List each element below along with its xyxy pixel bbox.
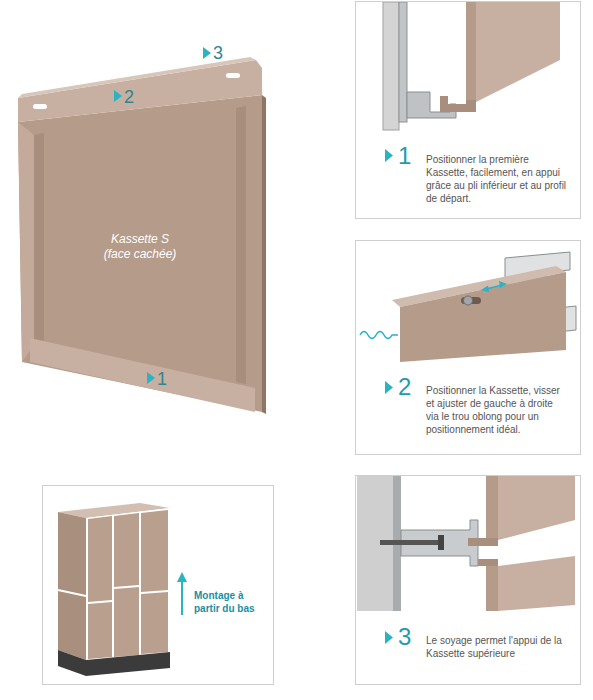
step-number: 2: [398, 375, 411, 399]
callout-number: 2: [124, 88, 134, 106]
kassette-tile: [141, 592, 168, 654]
callout-marker: [203, 47, 211, 59]
building-side: [58, 512, 86, 660]
step-text: Positionner la Kassette, visser et ajust…: [426, 384, 568, 436]
screw: [380, 540, 438, 545]
kassette-rail: [236, 106, 246, 384]
screw-head: [438, 535, 444, 550]
screw-adjust-illustration: [360, 252, 576, 394]
assembly-note: Montage à partir du bas: [194, 589, 268, 615]
adjust-arrow: [481, 286, 489, 293]
kassette-tile: [114, 587, 139, 657]
kassette-rail: [34, 133, 44, 345]
kassette-tile: [88, 602, 112, 659]
step-number: 3: [398, 625, 411, 649]
step-marker: [385, 149, 393, 162]
building-illustration: [58, 503, 187, 676]
screwing-symbol: [360, 332, 398, 339]
soyage-illustration: [357, 476, 575, 644]
oblong-hole: [226, 73, 240, 78]
oblong-hole: [33, 104, 47, 109]
kassette-bottom-fold: [440, 96, 476, 112]
screw: [464, 296, 473, 305]
callout-marker: [147, 372, 155, 384]
step-number: 1: [398, 144, 411, 168]
kassette-face: [400, 272, 566, 362]
kassette-face: [498, 476, 575, 540]
step-panel: Montage à partir du bas: [42, 485, 274, 685]
step-text: Le soyage permet l'appui de la Kassette …: [426, 634, 568, 660]
kassette-edge: [262, 95, 266, 414]
kassette-tile: [114, 513, 139, 587]
upper-kassette-fold: [468, 538, 498, 546]
adjust-arrow: [499, 281, 507, 288]
step-marker: [385, 631, 393, 644]
kassette-bottom-fold: [30, 338, 255, 412]
kassette-illustration: [18, 47, 266, 414]
step-panel: 2 Positionner la Kassette, visser et ajus…: [355, 240, 581, 455]
starting-profile-illustration: [383, 2, 560, 162]
kassette-edge: [466, 2, 476, 102]
upper-kassette: [486, 476, 498, 540]
callout-marker: [114, 90, 122, 102]
callout-number: 3: [213, 44, 223, 62]
direction-arrow-head: [177, 572, 187, 582]
kassette-face: [18, 95, 262, 412]
building-front: [86, 508, 170, 660]
step-marker: [385, 381, 393, 394]
lower-kassette: [486, 566, 498, 611]
kassette-face: [476, 2, 560, 102]
kassette-face: [498, 556, 575, 611]
panel-label: Kassette S (face cachée): [98, 232, 182, 262]
tile-joint: [58, 590, 86, 596]
step-text: Positionner la première Kassette, facile…: [426, 153, 568, 205]
kassette-tile: [88, 516, 112, 602]
step-panel: 3 Le soyage permet l'appui de la Kassette…: [355, 475, 581, 685]
kassette-tile: [141, 510, 168, 592]
wall: [383, 2, 399, 130]
step-panel: 1 Positionner la première Kassette, facil…: [355, 1, 581, 219]
building-base: [58, 650, 170, 676]
soyage-ridge: [18, 57, 256, 98]
rail: [399, 2, 407, 122]
direction-arrow: [181, 580, 183, 615]
oblong-hole: [461, 297, 481, 304]
kassette-side-return: [18, 122, 34, 362]
soyage-fold: [478, 559, 498, 566]
callout-number: 1: [157, 370, 167, 388]
